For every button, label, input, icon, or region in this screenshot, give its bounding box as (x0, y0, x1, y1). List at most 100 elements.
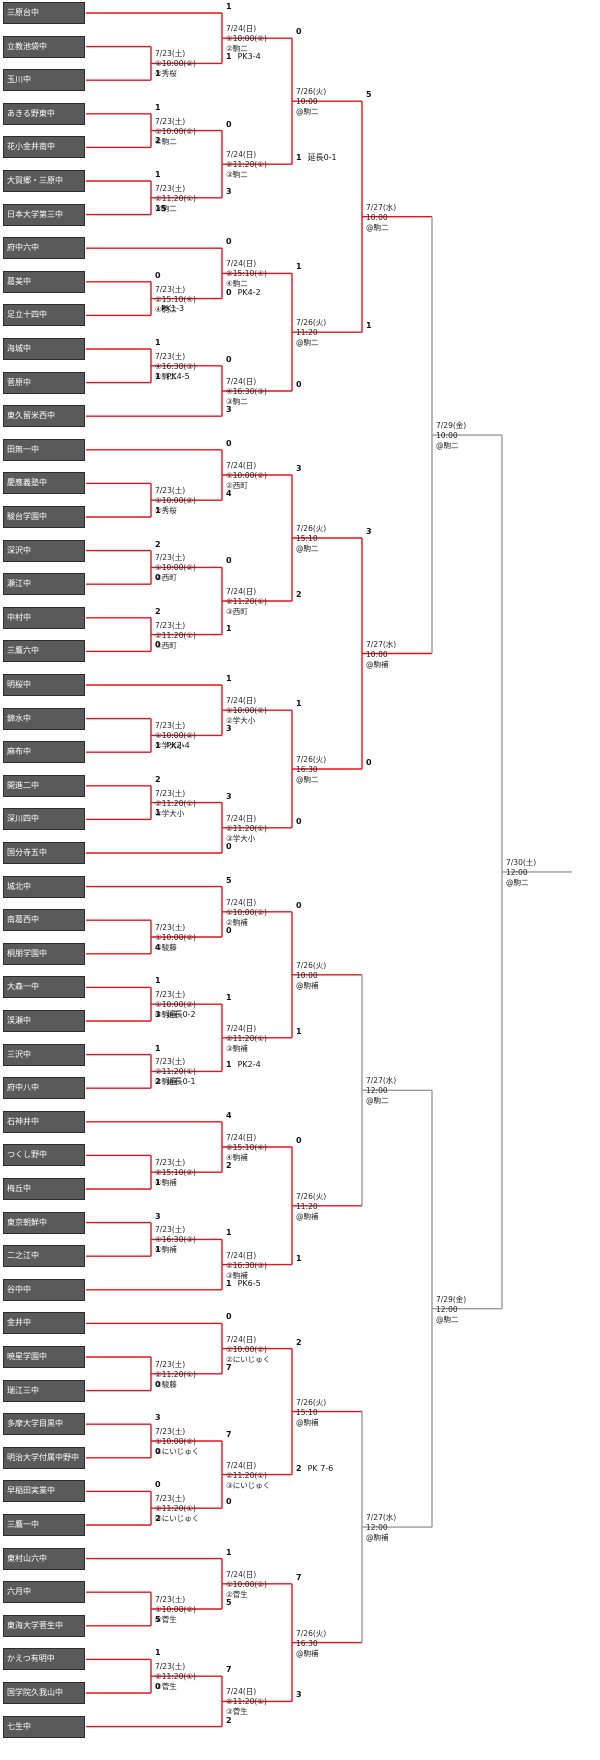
team-box[interactable]: 谷中中 (3, 1278, 85, 1301)
score-lower: 0 (226, 842, 232, 852)
team-box[interactable]: 早稲田実業中 (3, 1480, 85, 1503)
score-note: PK4-2 (237, 287, 261, 297)
match-date: 7/26(火) (296, 1191, 327, 1201)
match-time: ①10:00(②) (226, 706, 267, 716)
team-box[interactable]: 三鷹六中 (3, 640, 85, 663)
match-info: 7/24(日)①10:00(②)②駒二 (226, 24, 267, 54)
team-box[interactable]: 南葛西中 (3, 909, 85, 932)
match-time: ④16:30(③) (226, 387, 267, 396)
team-box[interactable]: 梅丘中 (3, 1178, 85, 1200)
team-box[interactable]: 大賀郷・三原中 (3, 170, 85, 192)
score-lower: 3 (226, 724, 232, 734)
score-lower: 1 (155, 1245, 161, 1255)
team-box[interactable]: 駿台学園中 (3, 506, 85, 528)
match-info: 7/23(土)①10:00(②)②駿藤 (155, 923, 196, 953)
team-box[interactable]: 二之江中 (3, 1245, 85, 1268)
score-value: 0 (296, 380, 302, 389)
team-box[interactable]: 花小金井南中 (3, 136, 85, 159)
score-value: 1 (155, 506, 161, 515)
match-date: 7/23(土) (155, 1057, 186, 1067)
match-date: 7/26(火) (296, 318, 327, 328)
team-box[interactable]: 開進二中 (3, 774, 85, 797)
team-box[interactable]: 東久留米西中 (3, 405, 85, 428)
score-upper: 3 (296, 464, 302, 474)
team-box[interactable]: 多摩大学目黒中 (3, 1413, 85, 1436)
team-box[interactable]: 菅原中 (3, 371, 85, 394)
team-box[interactable]: 東海大学菅生中 (3, 1614, 85, 1637)
team-box[interactable]: 国学院久我山中 (3, 1682, 85, 1704)
match-date: 7/23(土) (155, 1427, 186, 1436)
team-box[interactable]: 渓瀬中 (3, 1010, 85, 1032)
team-box[interactable]: 慶應義塾中 (3, 472, 85, 495)
match-time: ②11:20(①) (226, 1697, 267, 1707)
team-box[interactable]: 城北中 (3, 875, 85, 898)
team-box[interactable]: 大森一中 (3, 976, 85, 999)
score-value: 2 (296, 1337, 302, 1347)
team-box[interactable]: 足立十四中 (3, 304, 85, 327)
team-box[interactable]: 錦水中 (3, 707, 85, 730)
score-value: 2 (226, 1715, 232, 1725)
team-box[interactable]: 深川四中 (3, 808, 85, 831)
match-info: 7/26(火)11:20@駒二 (296, 318, 326, 348)
team-box[interactable]: 三原台中 (3, 2, 85, 24)
team-box[interactable]: 日本大学第三中 (3, 203, 85, 226)
team-box[interactable]: 中村中 (3, 606, 85, 629)
score-value: 1 (155, 170, 161, 179)
match-info: 7/26(火)11:20@駒補 (296, 1192, 326, 1222)
match-venue: ③学大小 (226, 833, 256, 843)
match-date: 7/23(土) (155, 1494, 186, 1504)
team-box[interactable]: 葛美中 (3, 270, 85, 293)
score-value: 0 (296, 27, 302, 37)
team-box[interactable]: 金井中 (3, 1312, 85, 1335)
score-note: PK4-5 (166, 371, 190, 381)
team-box[interactable]: 三沢中 (3, 1043, 85, 1066)
team-box[interactable]: 府中八中 (3, 1077, 85, 1100)
match-venue: ③菅生 (226, 1707, 248, 1717)
team-box[interactable]: 三鷹一中 (3, 1514, 85, 1536)
match-venue: ③駿藤 (155, 1379, 177, 1389)
team-box[interactable]: 麻布中 (3, 741, 85, 764)
score-note: 延長0-1 (166, 1077, 196, 1087)
score-value: 2 (155, 774, 161, 784)
team-box[interactable]: 瀬江中 (3, 573, 85, 596)
team-box[interactable]: 瑞江三中 (3, 1379, 85, 1402)
score-lower: 0 (226, 926, 232, 936)
team-box[interactable]: 明治大学付属中野中 (3, 1446, 85, 1469)
score-upper: 0 (226, 556, 232, 566)
score-lower: 0 (296, 817, 302, 827)
team-box[interactable]: 石神井中 (3, 1110, 85, 1133)
team-box[interactable]: 六月中 (3, 1581, 85, 1604)
team-box[interactable]: 東村山六中 (3, 1547, 85, 1570)
team-box[interactable]: 東京朝鮮中 (3, 1211, 85, 1234)
team-box[interactable]: 府中六中 (3, 237, 85, 260)
team-box[interactable]: あきる野東中 (3, 102, 85, 125)
score-lower: 0 (155, 1447, 161, 1457)
match-venue: ②学大小 (226, 716, 256, 726)
team-box[interactable]: 海城中 (3, 338, 85, 360)
team-box[interactable]: かえつ有明中 (3, 1648, 85, 1671)
team-box[interactable]: 明桜中 (3, 674, 85, 696)
score-value: 0 (155, 1480, 161, 1490)
team-box[interactable]: 国分寺五中 (3, 842, 85, 864)
team-box[interactable]: 田無一中 (3, 438, 85, 461)
team-box[interactable]: つくし野中 (3, 1144, 85, 1167)
team-box[interactable]: 深沢中 (3, 539, 85, 562)
team-box[interactable]: 玉川中 (3, 69, 85, 92)
team-box[interactable]: 七生中 (3, 1715, 85, 1738)
match-info: 7/26(火)16:30@駒二 (296, 755, 326, 785)
match-venue: ④駒補 (155, 1245, 177, 1255)
score-upper: 5 (366, 90, 372, 100)
score-value: 1 (226, 2, 232, 11)
match-info: 7/29(金)12:00@駒二 (436, 1295, 466, 1325)
match-venue: ③学大小 (155, 808, 185, 818)
score-upper: 1 (155, 103, 161, 113)
team-box[interactable]: 立教池袋中 (3, 35, 85, 58)
team-box[interactable]: 桐朋学園中 (3, 942, 85, 965)
match-time: 12:00 (436, 1304, 458, 1314)
match-info: 7/23(土)②11:20(①)③駿藤 (155, 1360, 196, 1390)
match-venue: ②にいじゅく (226, 1354, 271, 1364)
score-value: 2 (155, 1514, 161, 1523)
score-value: 1 (296, 1253, 302, 1263)
team-box[interactable]: 暁星学園中 (3, 1346, 85, 1368)
